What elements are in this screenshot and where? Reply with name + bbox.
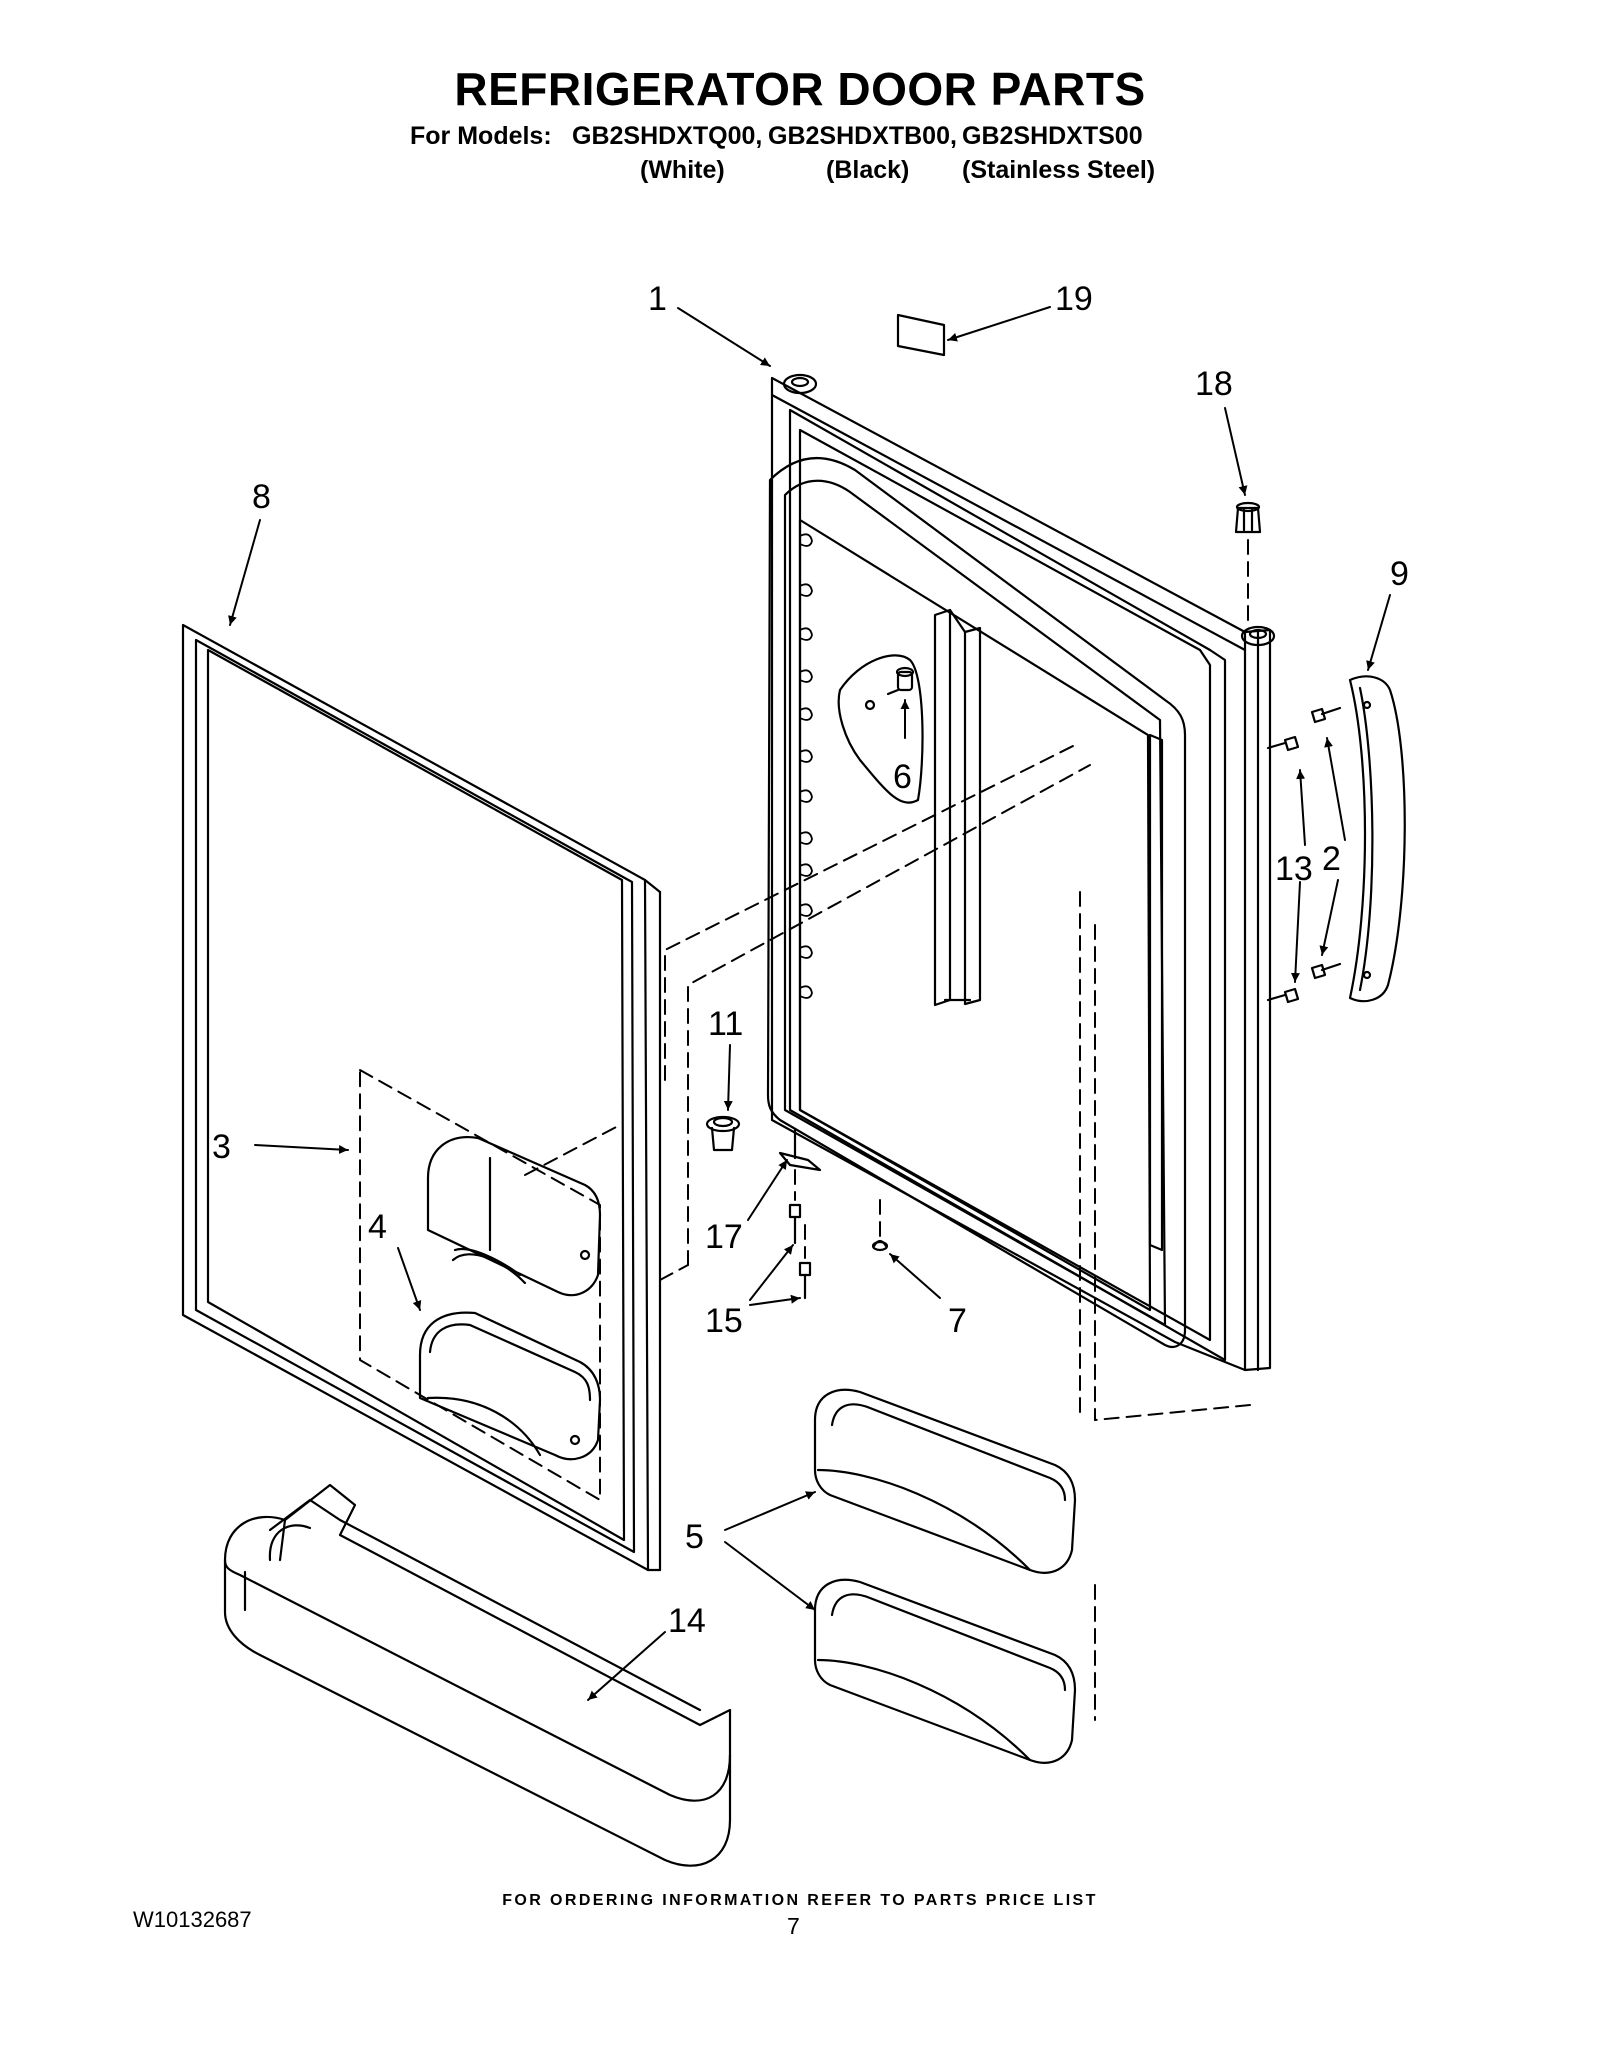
door-assembly-part [766, 373, 1276, 1372]
callout-2: 2 [1322, 840, 1341, 878]
model-finish-black: (Black) [826, 156, 910, 184]
door-bin-upper-part [813, 1388, 1077, 1574]
handle-screws-part [1266, 706, 1342, 1004]
door-bin-lower-part [813, 1578, 1077, 1764]
model-number-white: GB2SHDXTQ00, [572, 122, 763, 150]
ordering-info-note: FOR ORDERING INFORMATION REFER TO PARTS … [502, 1892, 1098, 1909]
callout-8: 8 [252, 478, 271, 516]
callout-19: 19 [1055, 280, 1093, 318]
label-part [896, 313, 946, 357]
model-list: For Models: GB2SHDXTQ00, GB2SHDXTB00, GB… [0, 122, 1600, 192]
callout-6: 6 [893, 758, 912, 796]
hinge-plug-part [1234, 501, 1262, 534]
large-door-bin-part [223, 1483, 732, 1867]
callout-7: 7 [948, 1302, 967, 1340]
model-number-stainless: GB2SHDXTS00 [962, 122, 1143, 150]
model-finish-white: (White) [640, 156, 725, 184]
dairy-bin-part [418, 1311, 602, 1461]
document-number: W10132687 [133, 1907, 252, 1932]
bracket-screws-part [788, 1203, 812, 1300]
door-gasket-part [181, 623, 662, 1572]
callout-15: 15 [705, 1302, 743, 1340]
callout-9: 9 [1390, 555, 1409, 593]
door-plug-part [871, 1239, 889, 1252]
callout-arrows [228, 306, 1391, 1701]
assembly-guide-lines [359, 539, 1251, 1721]
callout-18: 18 [1195, 365, 1233, 403]
callout-11: 11 [708, 1005, 743, 1043]
callout-3: 3 [212, 1128, 231, 1166]
model-number-black: GB2SHDXTB00, [768, 122, 957, 150]
callout-17: 17 [705, 1218, 743, 1256]
model-finish-stainless: (Stainless Steel) [962, 156, 1156, 184]
callout-1: 1 [648, 280, 667, 318]
door-closure-cam-part [705, 1115, 741, 1152]
callout-14: 14 [668, 1602, 706, 1640]
callout-13: 13 [1275, 850, 1313, 888]
door-stop-bracket-part [837, 654, 924, 804]
models-prefix: For Models: [410, 122, 552, 150]
page-number: 7 [787, 1913, 800, 1939]
callout-labels: 1 19 18 9 8 6 13 2 11 3 4 17 15 7 5 14 [212, 280, 1409, 1640]
callout-5: 5 [685, 1518, 704, 1556]
page-title: REFRIGERATOR DOOR PARTS [454, 63, 1146, 115]
callout-4: 4 [368, 1208, 387, 1246]
dairy-door-part [426, 1136, 602, 1297]
door-handle-part [1348, 675, 1406, 1003]
